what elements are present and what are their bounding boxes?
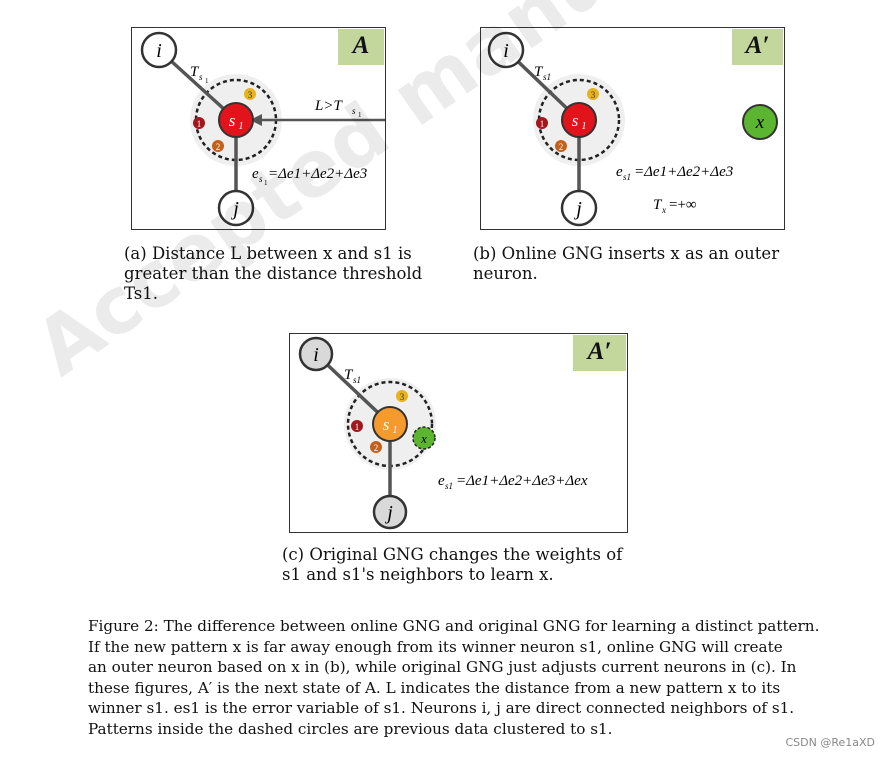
figure-caption: Figure 2: The difference between online … [88,617,820,738]
svg-text:x: x [755,112,765,133]
svg-text:2: 2 [559,142,564,152]
neuron-i [487,31,525,69]
error-equation: =Δe1+Δe2+Δe3 [268,166,367,182]
footer-credit: CSDN @Re1aXD [785,736,875,749]
neuron-j [372,494,408,530]
svg-text:s: s [259,174,263,184]
pattern-1 [193,117,205,129]
distance-label: L>T [314,98,343,114]
svg-text:s: s [572,111,579,130]
neuron-j [560,189,598,227]
s1-label: s [229,111,236,130]
caption-c: (c) Original GNG changes the weights of … [282,545,623,584]
neuron-i [298,336,334,372]
svg-text:1: 1 [393,425,398,436]
svg-text:i: i [313,344,319,366]
svg-text:s1: s1 [543,72,551,82]
svg-text:1: 1 [205,77,209,85]
svg-text:1: 1 [358,111,362,119]
outer-neuron-x [742,104,778,140]
svg-text:1: 1 [239,121,244,132]
svg-text:s: s [199,72,203,82]
error-equation: =Δe1+Δe2+Δe3 [634,164,733,180]
svg-text:3: 3 [400,392,405,402]
threshold-edge-label: T [534,64,544,80]
svg-text:3: 3 [591,90,596,100]
svg-text:x: x [420,431,427,446]
error-label: e [252,166,259,182]
svg-text:i: i [503,40,509,62]
svg-text:s: s [383,415,390,434]
state-tag-a: A [338,29,384,65]
threshold-x-label: T [653,197,663,213]
threshold-edge-label: T [190,64,200,80]
svg-text:s1: s1 [445,481,453,491]
panel-a: 1 2 3 s 1 i j x T s 1 L>T s 1 e s 1 =Δe1… [131,27,386,230]
pattern-2 [370,441,382,453]
pattern-2 [212,140,224,152]
threshold-edge-label: T [344,367,354,383]
svg-text:1: 1 [355,422,360,432]
svg-text:x: x [661,205,666,215]
pattern-2 [555,140,567,152]
state-tag-b: A′ [732,29,783,65]
winner-neuron-s1 [561,102,597,138]
pattern-1-label: 1 [197,119,202,129]
caption-b: (b) Online GNG inserts x as an outer neu… [473,244,780,283]
cluster-dashed-circle [537,78,621,162]
svg-text:=+∞: =+∞ [669,197,697,213]
error-label: e [616,164,623,180]
neuron-i-label: i [156,40,162,62]
error-label: e [438,473,445,489]
panel-c: 1 2 3 x s 1 i j T s1 e s1 =Δe1+Δe2+Δe3+Δ… [289,333,628,533]
pattern-3 [396,390,408,402]
svg-text:j: j [573,198,582,220]
svg-text:s: s [352,106,356,116]
neuron-i [140,31,178,69]
panel-b-diagram: 1 2 3 s 1 i j x T s1 e s1 =Δe1+Δe2+Δe3 T… [487,31,778,227]
svg-text:j: j [384,502,393,524]
svg-text:1: 1 [540,119,545,129]
panel-b: 1 2 3 s 1 i j x T s1 e s1 =Δe1+Δe2+Δe3 T… [480,27,785,230]
winner-neuron-s1 [372,406,408,442]
pattern-3 [244,88,256,100]
svg-text:s1: s1 [623,172,631,182]
svg-text:1: 1 [264,179,268,187]
arrow-left [250,114,262,126]
error-equation: =Δe1+Δe2+Δe3+Δex [456,473,588,489]
pattern-x [412,426,436,450]
pattern-3 [587,88,599,100]
panel-a-diagram: 1 2 3 s 1 i j x T s 1 L>T s 1 e s 1 =Δe1… [140,31,385,227]
caption-a: (a) Distance L between x and s1 is great… [124,244,423,303]
pattern-1 [351,420,363,432]
pattern-3-label: 3 [248,90,253,100]
panel-c-diagram: 1 2 3 x s 1 i j T s1 e s1 =Δe1+Δe2+Δe3+Δ… [298,336,588,530]
svg-text:2: 2 [374,443,379,453]
svg-text:1: 1 [582,121,587,132]
pattern-2-label: 2 [216,142,221,152]
winner-neuron-s1 [218,102,254,138]
neuron-j-label: j [230,198,239,220]
pattern-1 [536,117,548,129]
state-tag-c: A′ [573,335,626,371]
neuron-j [217,189,255,227]
svg-text:s1: s1 [353,375,361,385]
